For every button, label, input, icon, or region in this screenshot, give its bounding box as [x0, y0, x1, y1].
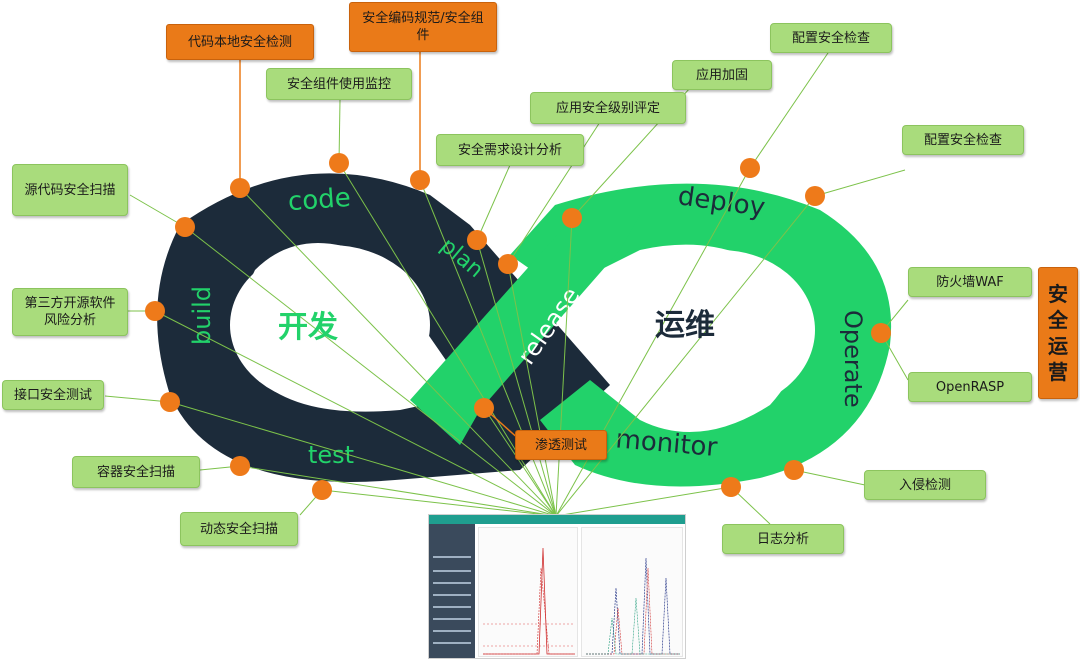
node	[740, 158, 760, 178]
node	[784, 460, 804, 480]
release-band	[410, 215, 640, 445]
mini-line-chart	[483, 547, 575, 655]
node	[562, 208, 582, 228]
node	[160, 392, 180, 412]
dashboard-topbar	[429, 515, 685, 524]
label-pentest: 渗透测试	[515, 430, 607, 460]
node	[871, 323, 891, 343]
node	[230, 178, 250, 198]
node	[721, 477, 741, 497]
stage-operate: Operate	[839, 310, 867, 408]
label-req-analysis: 安全需求设计分析	[436, 134, 584, 166]
label-config-check-2: 配置安全检查	[902, 125, 1024, 155]
label-third-party: 第三方开源软件风险分析	[12, 288, 128, 336]
label-dynamic-scan: 动态安全扫描	[180, 512, 298, 546]
label-code-check: 代码本地安全检测	[166, 24, 314, 60]
mini-line-chart	[586, 557, 680, 655]
dev-heading: 开发	[278, 310, 338, 345]
label-source-scan: 源代码安全扫描	[12, 164, 128, 216]
label-sec-ops: 安全运营	[1038, 267, 1078, 399]
stage-build: build	[188, 286, 216, 345]
label-app-harden: 应用加固	[672, 60, 772, 90]
dev-loop	[157, 173, 610, 482]
label-intrusion: 入侵检测	[864, 470, 986, 500]
node	[474, 398, 494, 418]
label-openrasp: OpenRASP	[908, 372, 1032, 402]
dashboard-sidebar	[429, 524, 475, 658]
dashboard-thumbnail	[428, 514, 686, 659]
node	[498, 254, 518, 274]
node	[467, 230, 487, 250]
label-coding-standard: 安全编码规范/安全组件	[349, 2, 497, 52]
ops-heading: 运维	[655, 308, 715, 343]
dashboard-panel-right	[581, 527, 683, 657]
label-app-level: 应用安全级别评定	[530, 92, 686, 124]
stage-code: code	[287, 183, 352, 217]
dev-hole	[230, 245, 430, 405]
label-api-test: 接口安全测试	[2, 380, 104, 410]
node	[230, 456, 250, 476]
node	[805, 186, 825, 206]
ops-hole	[625, 250, 815, 410]
label-component-monitor: 安全组件使用监控	[266, 68, 412, 100]
label-config-check-1: 配置安全检查	[770, 23, 892, 53]
node	[329, 153, 349, 173]
node	[312, 480, 332, 500]
label-container-scan: 容器安全扫描	[72, 456, 200, 488]
connector-lines	[104, 49, 909, 525]
label-log-analysis: 日志分析	[722, 524, 844, 554]
dashboard-panel-left	[478, 527, 578, 657]
node	[145, 301, 165, 321]
stage-test: test	[308, 441, 354, 469]
node	[175, 217, 195, 237]
node	[410, 170, 430, 190]
label-waf: 防火墙WAF	[908, 267, 1032, 297]
nodes	[145, 153, 891, 500]
